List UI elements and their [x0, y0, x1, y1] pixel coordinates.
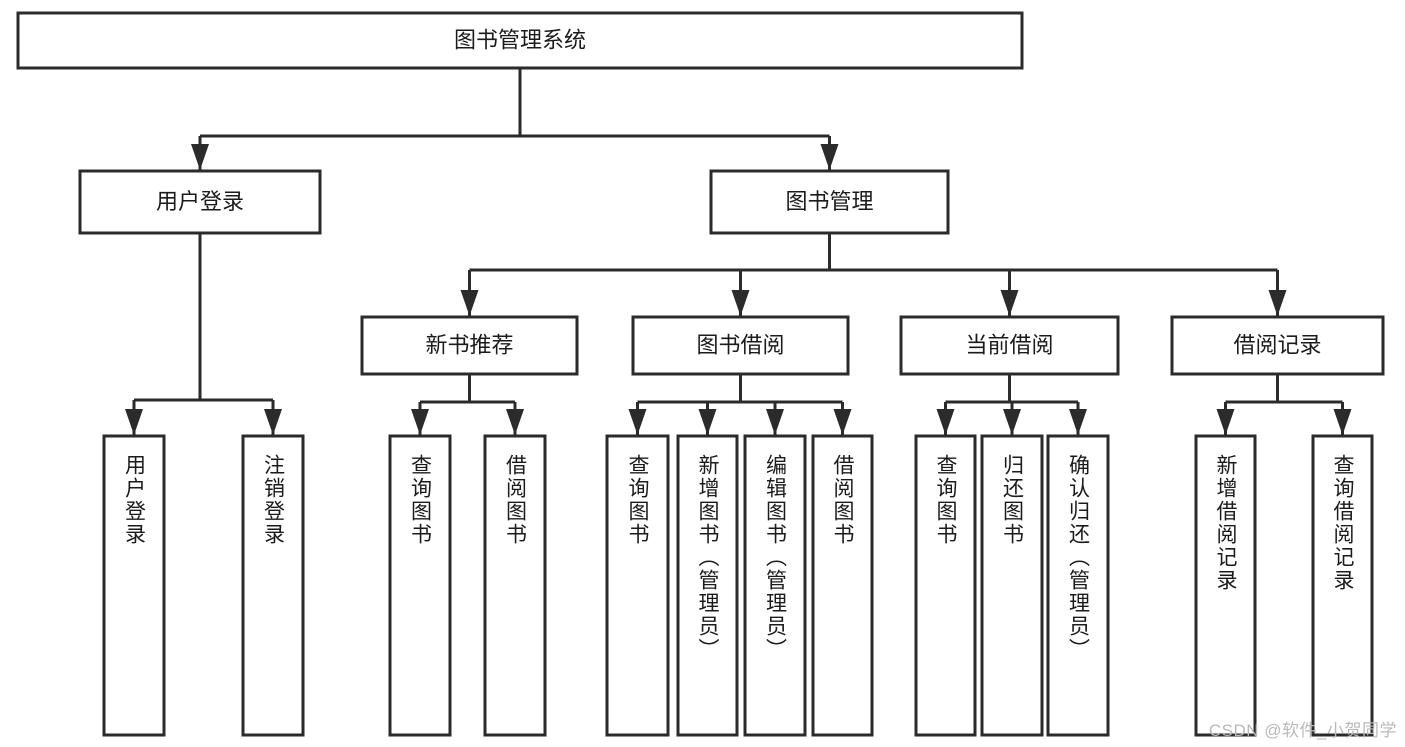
connector-group — [936, 374, 1087, 435]
node-label: 借阅记录 — [1233, 332, 1321, 357]
node-box[interactable] — [16, 11, 1024, 70]
arrow-head-icon — [833, 409, 852, 435]
node-box[interactable] — [709, 169, 950, 235]
node-label: 用户登录 — [123, 454, 147, 546]
node-label: 归还图书 — [1001, 454, 1025, 546]
node-leaf_11[interactable]: 新增借阅记录 — [1194, 434, 1257, 737]
node-label: 借阅图书 — [504, 454, 528, 546]
node-label: 注销登录 — [262, 454, 286, 546]
arrow-head-icon — [191, 144, 209, 170]
node-label: 用户登录 — [156, 189, 244, 214]
node-label: 编辑图书（管理员） — [764, 454, 788, 661]
node-box[interactable] — [899, 315, 1120, 376]
node-leaf_3[interactable]: 借阅图书 — [483, 434, 547, 737]
node-box[interactable] — [241, 434, 305, 737]
node-leaf_10[interactable]: 确认归还（管理员） — [1046, 434, 1110, 737]
node-box[interactable] — [1046, 434, 1110, 737]
node-leaf_6[interactable]: 编辑图书（管理员） — [743, 434, 807, 737]
node-leaf_4[interactable]: 查询图书 — [605, 434, 670, 737]
node-l3_3[interactable]: 借阅记录 — [1170, 315, 1385, 376]
node-leaf_2[interactable]: 查询图书 — [388, 434, 452, 737]
node-label: 查询图书 — [626, 454, 650, 546]
connector-group — [411, 374, 524, 435]
node-box[interactable] — [811, 434, 874, 737]
node-l2_0[interactable]: 用户登录 — [78, 169, 322, 235]
node-leaf_0[interactable]: 用户登录 — [102, 434, 166, 737]
node-box[interactable] — [1194, 434, 1257, 737]
arrow-head-icon — [628, 409, 647, 435]
node-label: 图书管理系统 — [454, 27, 586, 52]
node-box[interactable] — [605, 434, 670, 737]
arrow-head-icon — [411, 409, 429, 435]
node-label: 查询借阅记录 — [1331, 454, 1355, 592]
node-leaf_7[interactable]: 借阅图书 — [811, 434, 874, 737]
node-leaf_12[interactable]: 查询借阅记录 — [1311, 434, 1374, 737]
node-box[interactable] — [1170, 315, 1385, 376]
connector-layer — [125, 68, 1352, 435]
node-label: 图书管理 — [785, 189, 873, 214]
arrow-head-icon — [125, 409, 143, 435]
node-l2_1[interactable]: 图书管理 — [709, 169, 950, 235]
node-l3_0[interactable]: 新书推荐 — [360, 315, 579, 376]
node-l3_1[interactable]: 图书借阅 — [631, 315, 850, 376]
connector-group — [125, 233, 282, 435]
arrow-head-icon — [731, 290, 750, 316]
node-label: 查询图书 — [934, 454, 958, 546]
arrow-head-icon — [264, 409, 282, 435]
arrow-head-icon — [766, 409, 784, 435]
node-box[interactable] — [360, 315, 579, 376]
arrow-head-icon — [1268, 290, 1287, 316]
node-box[interactable] — [914, 434, 977, 737]
arrow-head-icon — [820, 144, 839, 170]
node-leaf_1[interactable]: 注销登录 — [241, 434, 305, 737]
node-leaf_9[interactable]: 归还图书 — [980, 434, 1044, 737]
arrow-head-icon — [1216, 409, 1235, 435]
node-leaf_8[interactable]: 查询图书 — [914, 434, 977, 737]
node-label: 新增借阅记录 — [1214, 454, 1238, 592]
node-box[interactable] — [676, 434, 739, 737]
node-leaf_5[interactable]: 新增图书（管理员） — [676, 434, 739, 737]
connector-group — [460, 233, 1287, 316]
node-label: 新书推荐 — [425, 332, 513, 357]
node-root[interactable]: 图书管理系统 — [16, 11, 1024, 70]
arrow-head-icon — [1000, 290, 1019, 316]
arrow-head-icon — [936, 409, 955, 435]
node-label: 新增图书（管理员） — [696, 454, 720, 661]
arrow-head-icon — [460, 290, 479, 316]
node-label: 当前借阅 — [965, 332, 1053, 357]
node-box[interactable] — [743, 434, 807, 737]
connector-group — [628, 374, 852, 435]
arrow-head-icon — [698, 409, 717, 435]
arrow-head-icon — [1333, 409, 1352, 435]
csdn-watermark: CSDN @软件_小贺同学 — [1208, 721, 1397, 740]
arrow-head-icon — [1003, 409, 1021, 435]
node-box[interactable] — [980, 434, 1044, 737]
node-label: 借阅图书 — [831, 454, 855, 546]
connector-group — [1216, 374, 1352, 435]
node-box[interactable] — [102, 434, 166, 737]
node-box[interactable] — [483, 434, 547, 737]
node-box[interactable] — [78, 169, 322, 235]
node-box[interactable] — [1311, 434, 1374, 737]
node-label: 图书借阅 — [696, 332, 784, 357]
arrow-head-icon — [1069, 409, 1087, 435]
node-l3_2[interactable]: 当前借阅 — [899, 315, 1120, 376]
node-layer: 图书管理系统用户登录图书管理新书推荐图书借阅当前借阅借阅记录用户登录注销登录查询… — [16, 11, 1385, 737]
arrow-head-icon — [506, 409, 524, 435]
node-box[interactable] — [631, 315, 850, 376]
node-label: 查询图书 — [409, 454, 433, 546]
node-box[interactable] — [388, 434, 452, 737]
node-label: 确认归还（管理员） — [1067, 454, 1091, 661]
connector-group — [191, 68, 839, 170]
